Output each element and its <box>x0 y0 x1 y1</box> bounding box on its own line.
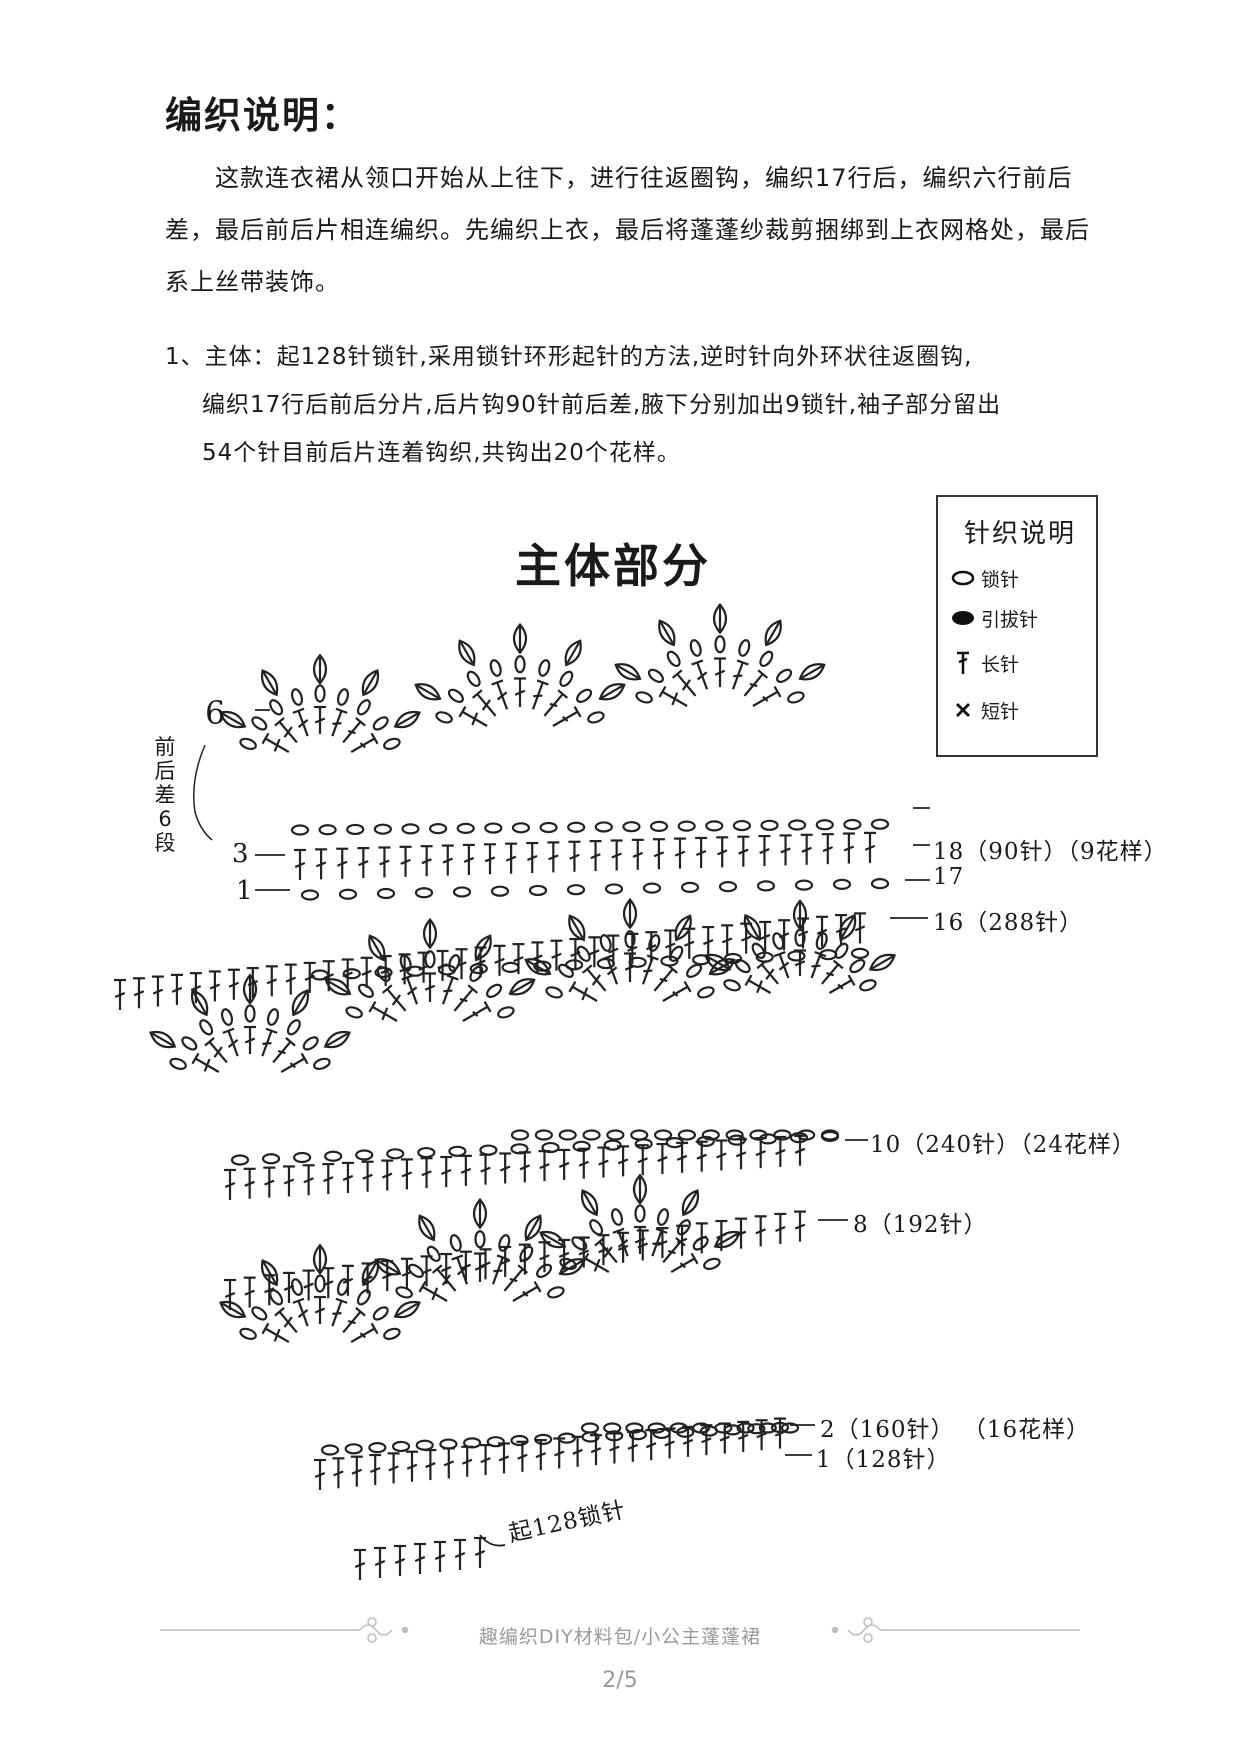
row-label-18: 18（90针）（9花样） <box>933 839 1168 865</box>
row-label-1: 1（128针） <box>816 1447 951 1473</box>
row-label-6: 6 <box>205 694 227 732</box>
row-label-8: 8（192针） <box>853 1212 988 1238</box>
row-label-10: 10（240针）（24花样） <box>870 1132 1136 1158</box>
row-label-17: 17 <box>933 864 965 890</box>
legend-item-double: 长针 <box>945 648 1019 678</box>
row-label-16: 16（288针） <box>933 910 1084 936</box>
x-stitch-icon <box>945 701 981 719</box>
diagram-title: 主体部分 <box>515 539 711 593</box>
instructions-heading: 编织说明： <box>165 94 360 137</box>
filled-oval-icon <box>945 610 981 626</box>
chart-strokes <box>114 602 897 1580</box>
legend-item-single: 短针 <box>945 695 1019 725</box>
page-number: 2/5 <box>602 1668 638 1693</box>
front-back-note: 前后差6段 <box>154 735 176 855</box>
row-label-1-top: 1 <box>236 876 254 906</box>
t-stitch-icon <box>945 650 981 676</box>
row-label-2: 2（160针） （16花样） <box>820 1417 1091 1443</box>
chain-oval-icon <box>945 570 981 586</box>
row-label-3: 3 <box>232 839 250 869</box>
footer-ornament <box>160 1617 1080 1643</box>
section-line-3: 54个针目前后片连着钩织,共钩出20个花样。 <box>202 440 681 466</box>
section-main-body: 1、主体：起128针锁针,采用锁针环形起针的方法,逆时针向外环状往返圈钩, 编织… <box>165 333 1105 477</box>
row-arrows <box>193 709 930 1547</box>
legend-title: 针织说明 <box>964 519 1077 549</box>
intro-paragraph: 这款连衣裙从领口开始从上往下，进行往返圈钩，编织17行后，编织六行前后差，最后前… <box>165 164 1090 296</box>
legend-item-chain: 锁针 <box>945 563 1019 593</box>
stitch-legend: 针织说明 <box>936 495 1098 757</box>
section-line-1: 1、主体：起128针锁针,采用锁针环形起针的方法,逆时针向外环状往返圈钩, <box>165 344 973 370</box>
footer-text: 趣编织DIY材料包/小公主蓬蓬裙 <box>478 1626 762 1648</box>
legend-item-slip: 引拔针 <box>945 603 1038 633</box>
section-line-2: 编织17行后前后分片,后片钩90针前后差,腋下分别加出9锁针,袖子部分留出 <box>202 392 1002 418</box>
